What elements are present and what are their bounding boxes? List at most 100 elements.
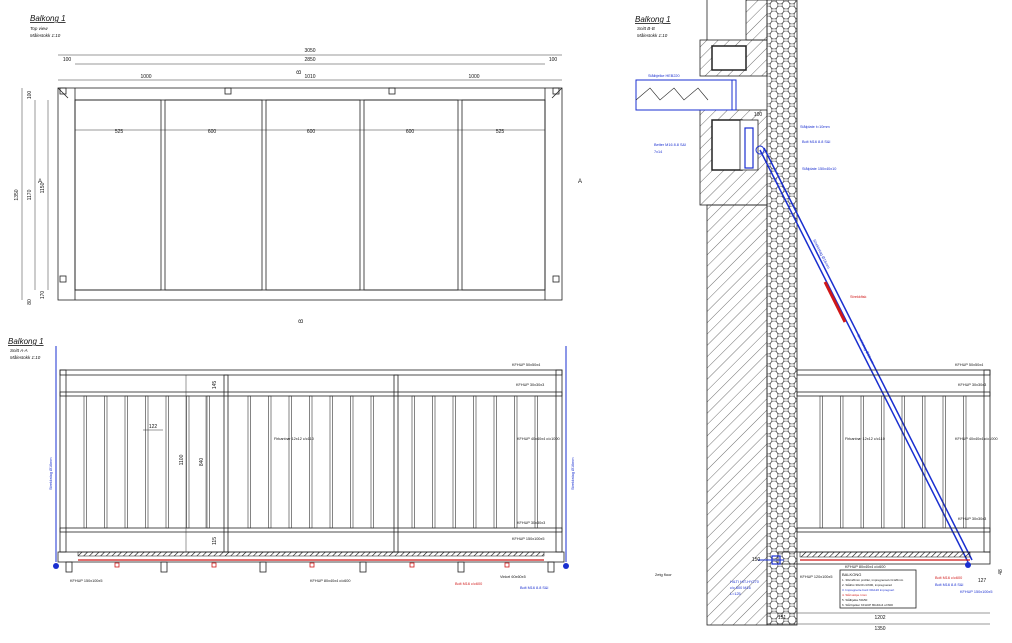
dim-height-top: 145 [212,381,218,390]
wall-section [635,0,798,626]
balusters [819,395,967,529]
baluster [186,395,190,529]
top-view: Balkong 1 Top view Målestokk 1:10 3050 2… [14,14,582,323]
baluster [288,395,292,529]
dim-posts-mid: 1010 [304,74,315,80]
dim-inner: 2850 [304,57,315,63]
label-plate2: Stålplate 150x40x10 [802,167,836,171]
baluster [268,395,272,529]
legend-row-4: 4. Stål stolpe 1mm [842,593,867,597]
section-mark-b-top: B [297,70,303,74]
dim-100: 100 [754,112,763,118]
top-view-scale: Målestokk 1:10 [30,32,61,38]
baluster [942,395,946,529]
dim-150: 150 [752,557,761,563]
baluster [83,395,87,529]
section-a-railing [53,346,569,573]
label-b-kfhup-base: KFHUP 150x100x5 [960,590,992,594]
dim-depth-inner: 1170 [27,189,33,200]
section-a-scale: Målestokk 1:10 [10,354,41,360]
label-fylling: Firkantrør 12x12 c/c110 [274,437,314,441]
dim-bay-4: 600 [406,129,415,135]
label-vinkel: Vinkel 60x60x5 [500,575,526,579]
label-b-kfhup-top: KFHUP 50x50x4 [955,363,983,367]
label-turnbuckle: Strekkfisk [850,295,867,299]
label-floor: 2etg floor [655,572,672,577]
baluster [860,395,864,529]
label-kfhup-beam: KFHUP 150x100x5 [512,537,544,541]
dim-baluster-gap: 122 [149,424,158,430]
label-plate: Stålplate t=10mm [800,125,830,129]
baluster [165,395,169,529]
label-kfhup-top: KFHUP 50x50x4 [512,363,540,367]
dim-height-panel: 840 [199,458,205,467]
label-hilti: HILTI HIT-HY270 [730,580,759,584]
legend-row-3: 3. Impregnerte bord 30x120 impregnert [842,588,894,592]
section-b: Balkong 1 Snitt B-B Målestokk 1:10 [635,0,1004,632]
baluster [493,395,497,529]
label-b-bolt-blue: Bolt M16 8.8 S&I [935,583,964,587]
section-a-title: Balkong 1 [8,337,44,346]
label-anchor: Better M16 8.8 S&I [654,143,686,147]
section-b-railing [758,369,991,568]
label-beam: Stålbjelke HEB220 [648,74,680,78]
section-mark-b-bottom: B [299,319,305,323]
baluster [840,395,844,529]
label-bolt1: Bolt M16 8.8 S&I [802,140,831,144]
label-kfhup-floor: KFHUP 80x40x4 c/c600 [310,579,350,583]
label-bolt-red: Bolt M16 c/c600 [455,582,482,586]
section-b-title: Balkong 1 [635,15,671,24]
label-rod: Strekkstag Ø16mm [812,239,830,270]
section-a: Balkong 1 Snitt A-A Målestokk 1:10 [8,337,575,590]
dim-depth-mid: 1150 [40,182,46,193]
label-stag-right: Strekkstag Ø16mm [571,458,575,491]
dim-bay-5: 525 [496,129,505,135]
dim-depth-bottom2: 170 [40,291,46,300]
label-hilti2: c/c 600 M16 [730,586,751,590]
dim-depth-bottom: 80 [27,299,33,305]
baluster [309,395,313,529]
dim-overall: 3050 [304,48,315,54]
baluster [514,395,518,529]
section-mark-a-right: A [578,179,582,185]
label-kfhup-low: KFHUP 30x30x3 [517,521,545,525]
label-b-kfhup-floor: KFHUP 80x40x4 c/c600 [845,565,885,569]
section-mark-a-left: A [38,179,42,185]
baluster [145,395,149,529]
top-view-subtitle: Top view [30,26,48,31]
baluster [104,395,108,529]
label-hilti3: L=125 [730,592,741,596]
label-stag-left: Strekkstag Ø16mm [49,458,53,491]
label-anchor2: 7x14 [654,150,662,154]
baluster [247,395,251,529]
legend-title: BALKONG [842,572,861,577]
dim-posts-left: 1000 [140,74,151,80]
label-b-kfhup-rail: KFHUP 30x30x3 [958,383,986,387]
baluster [124,395,128,529]
balusters [83,395,538,529]
top-view-plan [57,87,563,301]
dim-127: 127 [978,578,987,584]
baluster [370,395,374,529]
tie-rod [759,147,973,563]
top-view-title: Balkong 1 [30,14,66,23]
baluster [901,395,905,529]
label-kfhup-rail: KFHUP 30x30x3 [516,383,544,387]
baluster [963,395,967,529]
dim-1202: 1202 [874,615,885,621]
baluster [922,395,926,529]
dim-bay-3: 600 [307,129,316,135]
dim-depth-top: 100 [27,91,33,100]
label-b-kfhup-low: KFHUP 30x30x3 [958,517,986,521]
baluster [329,395,333,529]
dim-height-bottom: 115 [212,537,218,545]
legend-row-5: 5. Stålbjelke 50x50 [842,598,868,602]
baluster [881,395,885,529]
dim-bay-1: 525 [115,129,124,135]
baluster [473,395,477,529]
label-bolt-blue: Bolt M16 8.8 S&I [520,586,549,590]
baluster [452,395,456,529]
section-b-subtitle: Snitt B-B [637,26,655,31]
label-kfhup-base: KFHUP 150x100x5 [70,579,102,583]
dim-bay-2: 600 [208,129,217,135]
